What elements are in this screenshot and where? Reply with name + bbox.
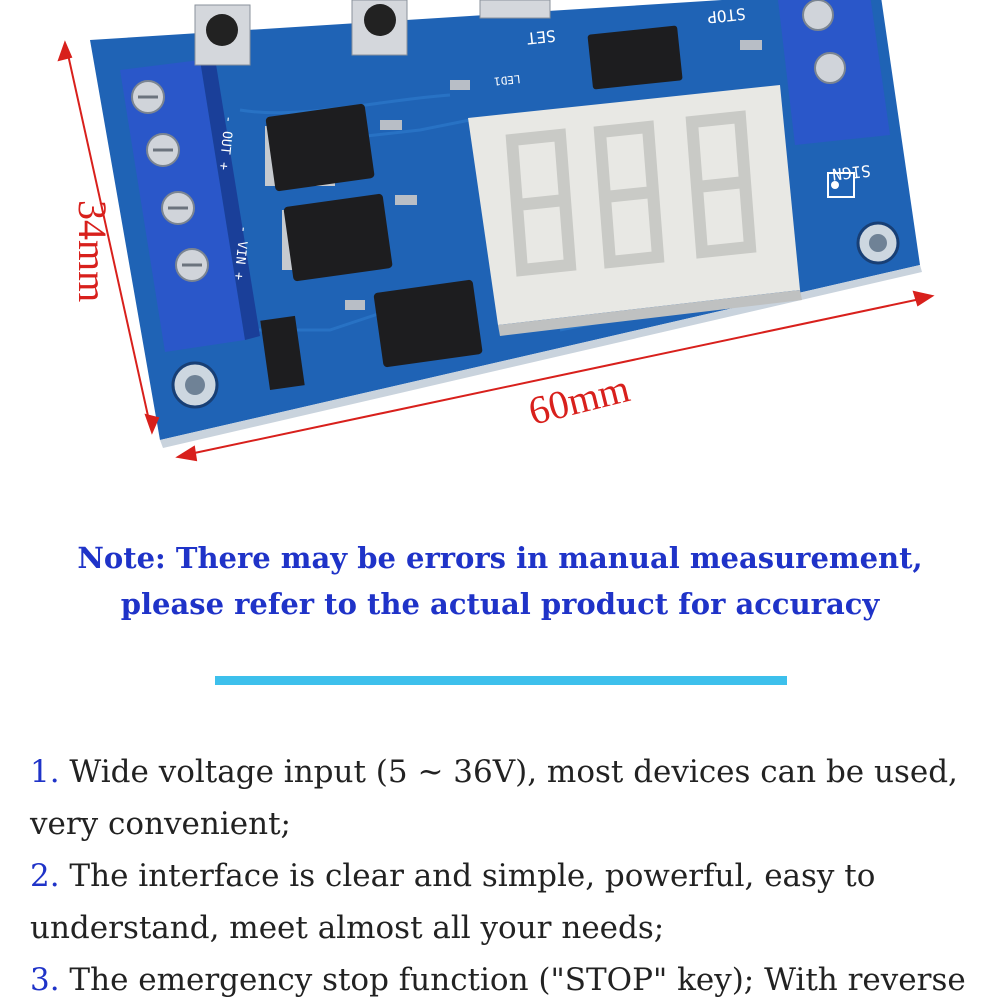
display-digits: 888: [0, 0, 31, 4]
feature-text: Wide voltage input (5 ~ 36V), most devic…: [30, 754, 958, 842]
mosfet-chips: [260, 25, 683, 391]
silk-set: SET: [525, 26, 556, 48]
terminal-block-right: [778, 0, 890, 145]
silk-vin: - VIN +: [230, 225, 251, 281]
section-divider: [215, 676, 787, 685]
silk-out: - OUT +: [215, 115, 236, 171]
silk-led: LED1: [493, 72, 521, 88]
feature-list: 1. Wide voltage input (5 ~ 36V), most de…: [30, 746, 980, 1006]
feature-item: 3. The emergency stop function ("STOP" k…: [30, 954, 980, 1006]
silk-sign: SIGN: [831, 161, 871, 184]
product-photo: 888 SET STOP SIGN LED1 - OUT + - VIN +: [0, 0, 935, 462]
tactile-buttons: [194, 0, 551, 66]
mounting-holes: [171, 221, 900, 409]
height-dimension-label: 34mm: [70, 200, 115, 303]
note-line-1: Note: There may be errors in manual meas…: [77, 541, 923, 575]
feature-number: 1.: [30, 754, 60, 790]
note-line-2: please refer to the actual product for a…: [120, 587, 880, 621]
seven-segment-display: 888: [0, 0, 802, 336]
feature-item: 1. Wide voltage input (5 ~ 36V), most de…: [30, 746, 980, 850]
feature-text: The emergency stop function ("STOP" key)…: [59, 962, 966, 998]
silk-stop: STOP: [706, 4, 746, 27]
measurement-note: Note: There may be errors in manual meas…: [0, 535, 1000, 627]
dimension-arrows: [57, 40, 935, 462]
feature-item: 2. The interface is clear and simple, po…: [30, 850, 980, 954]
feature-number: 3.: [30, 962, 60, 998]
terminal-block-left: [120, 58, 260, 352]
feature-text: The interface is clear and simple, power…: [30, 858, 876, 946]
feature-number: 2.: [30, 858, 60, 894]
